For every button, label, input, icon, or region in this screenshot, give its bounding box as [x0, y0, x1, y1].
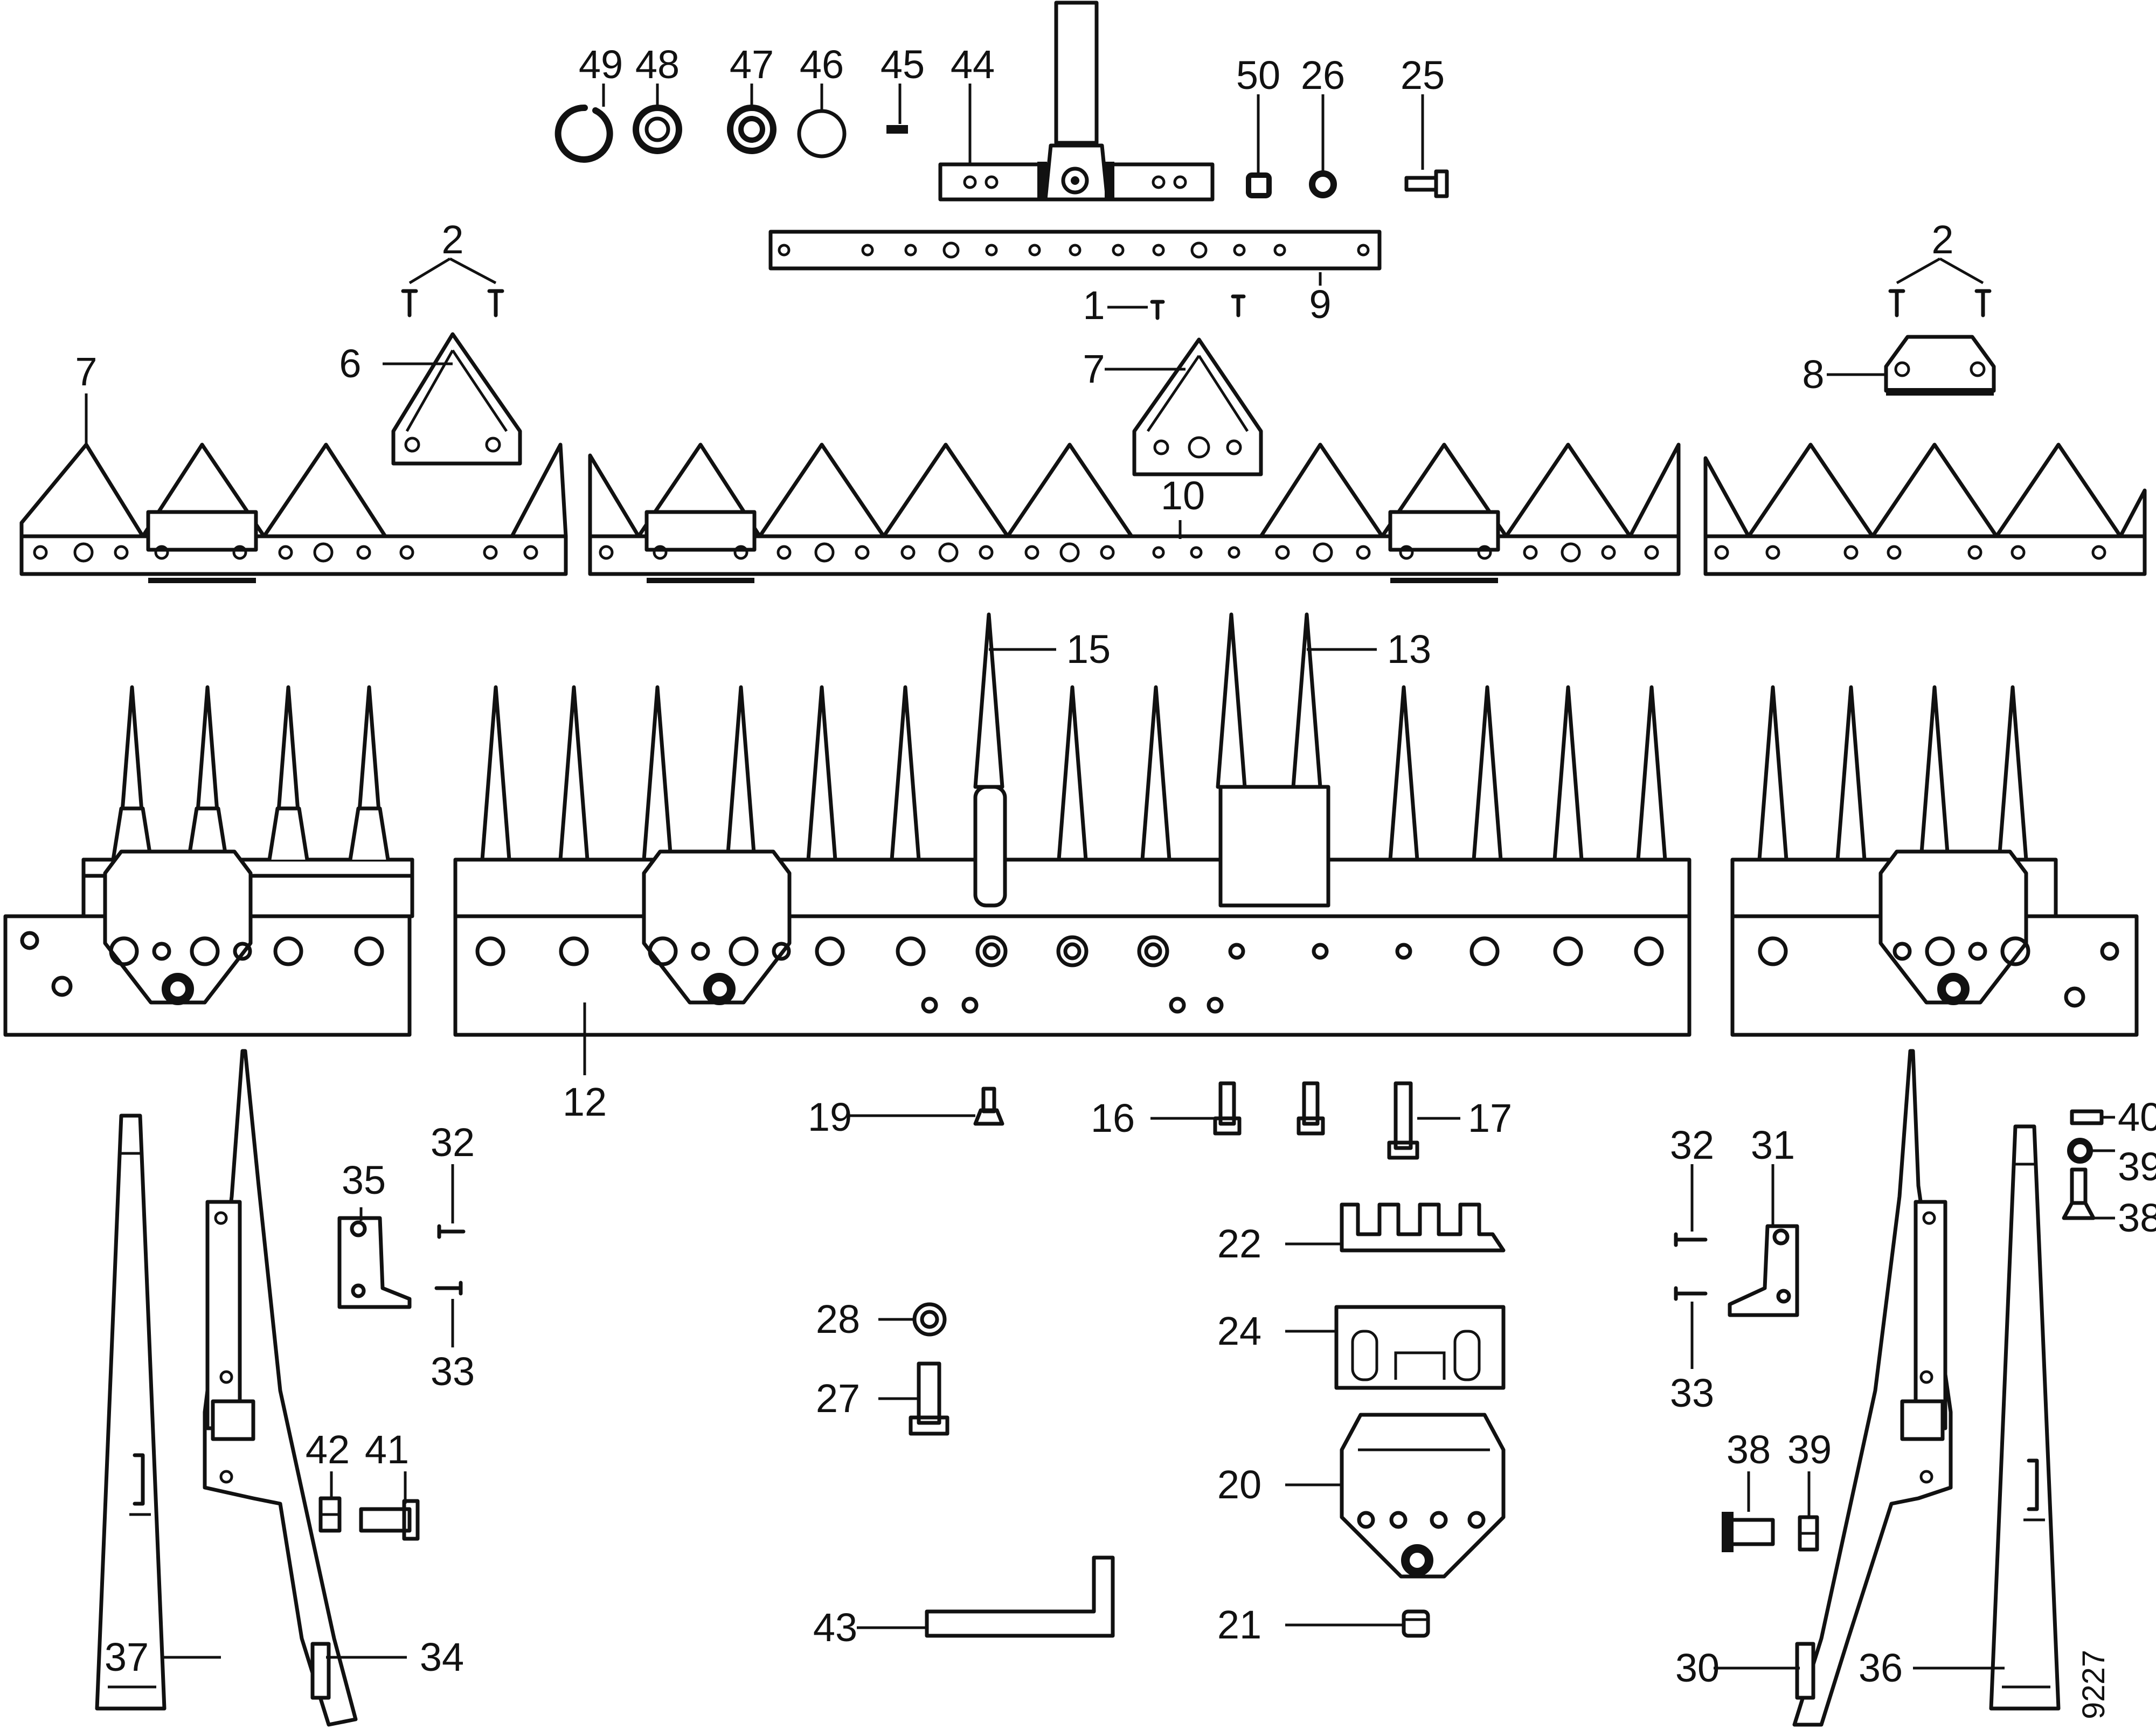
part-16-bolts: [1213, 1081, 1325, 1136]
callout-43: 43: [813, 1605, 857, 1650]
callout-2-left: 2: [441, 217, 463, 262]
part-28-washer: [912, 1302, 947, 1337]
callout-47: 47: [730, 42, 774, 87]
callout-36: 36: [1859, 1645, 1903, 1690]
callout-2-right: 2: [1931, 217, 1953, 262]
part-32-bolt-left: [437, 1224, 466, 1239]
part-6-section: [391, 332, 522, 466]
part-48-washer: [633, 105, 682, 154]
callout-40: 40: [2118, 1095, 2156, 1139]
callout-50: 50: [1236, 53, 1280, 98]
part-30-skid: [1792, 1049, 1953, 1727]
part-31-bracket: [1728, 1224, 1799, 1317]
part-44-drive-head: [938, 1, 1215, 202]
callout-33-right: 33: [1670, 1371, 1714, 1415]
part-27-bolt: [909, 1361, 949, 1436]
callout-7-center: 7: [1083, 347, 1105, 391]
part-46-disc: [797, 109, 847, 158]
callout-26: 26: [1301, 53, 1345, 98]
part-40-bolt: [2070, 1109, 2104, 1125]
callout-38-upper: 38: [2118, 1195, 2156, 1240]
callout-41: 41: [365, 1427, 409, 1472]
callout-31: 31: [1751, 1123, 1795, 1167]
part-42-nut: [318, 1496, 342, 1533]
callout-7-left: 7: [75, 349, 97, 394]
part-10-knife: [19, 442, 2147, 583]
part-37-guard-point: [95, 1114, 167, 1711]
callout-12: 12: [563, 1080, 607, 1124]
callout-15: 15: [1066, 627, 1111, 672]
callout-44: 44: [951, 42, 995, 87]
callout-45: 45: [881, 42, 925, 87]
callout-10: 10: [1161, 473, 1205, 518]
part-2-rivets-right: [1888, 289, 1992, 317]
callout-19: 19: [808, 1095, 852, 1139]
callout-39-upper: 39: [2118, 1144, 2156, 1189]
part-24-plate: [1334, 1305, 1506, 1390]
part-2-rivets-left: [401, 289, 504, 317]
callout-33-left: 33: [431, 1349, 475, 1394]
callout-34: 34: [420, 1635, 464, 1679]
part-26-nut: [1309, 170, 1337, 198]
part-38-screw-upper: [2062, 1167, 2096, 1220]
part-20-clip: [1340, 1413, 1506, 1579]
part-21-nut: [1402, 1609, 1430, 1638]
callout-48: 48: [635, 42, 680, 87]
part-25-bolt: [1404, 169, 1449, 198]
part-1-rivets: [1150, 294, 1246, 320]
callout-24: 24: [1217, 1309, 1261, 1353]
callout-49: 49: [579, 42, 623, 87]
callout-20: 20: [1217, 1462, 1261, 1507]
part-32-bolt-right: [1674, 1232, 1708, 1247]
callout-1: 1: [1083, 283, 1105, 328]
part-33-bolt-left: [434, 1281, 463, 1296]
callout-39-lower: 39: [1787, 1427, 1832, 1472]
part-47-bearing: [727, 105, 777, 154]
part-19-screw: [973, 1087, 1004, 1126]
document-number: 9227: [2076, 1650, 2111, 1719]
callout-9: 9: [1309, 282, 1331, 327]
callout-22: 22: [1217, 1221, 1261, 1266]
part-8-plate: [1884, 335, 1996, 396]
part-12-cutter-bar: [3, 612, 2139, 1037]
callout-labels: 49 48 47 46 45 44 50 26 25 2 2 9 1 6 7 7…: [75, 42, 2156, 1690]
part-7-section-center: [1132, 337, 1263, 476]
part-38-bolt: [1722, 1512, 1775, 1552]
part-39-nut-upper: [2067, 1138, 2093, 1164]
part-41-bolt: [359, 1499, 420, 1541]
callout-32-right: 32: [1670, 1123, 1714, 1167]
part-22-finger-plate: [1340, 1202, 1506, 1253]
callout-21: 21: [1217, 1602, 1261, 1647]
callout-16: 16: [1091, 1096, 1135, 1140]
part-49-circlip: [554, 104, 613, 163]
callout-37: 37: [105, 1635, 149, 1679]
callout-42: 42: [306, 1427, 350, 1472]
part-34-skid: [203, 1049, 358, 1727]
callout-30: 30: [1675, 1645, 1720, 1690]
callout-13: 13: [1387, 627, 1431, 672]
callout-27: 27: [816, 1376, 860, 1421]
callout-8: 8: [1802, 352, 1824, 397]
part-9-bar: [768, 230, 1382, 271]
part-43-hex-key: [925, 1555, 1115, 1638]
leader-lines: [85, 84, 2115, 1670]
part-50-nut: [1246, 172, 1272, 198]
part-17-bolt: [1387, 1081, 1419, 1160]
part-39-nut: [1798, 1515, 1819, 1552]
callout-46: 46: [800, 42, 844, 87]
callout-25: 25: [1401, 53, 1445, 98]
callout-32-left: 32: [431, 1120, 475, 1165]
callout-35: 35: [342, 1158, 386, 1202]
part-45-pin: [886, 125, 908, 134]
callout-28: 28: [816, 1297, 860, 1341]
callout-38-lower: 38: [1727, 1427, 1771, 1472]
part-36-guard-point: [1989, 1124, 2061, 1711]
part-33-bolt-right: [1674, 1286, 1708, 1301]
callout-17: 17: [1468, 1096, 1512, 1140]
part-35-bracket: [337, 1216, 412, 1309]
callout-6: 6: [339, 341, 361, 386]
